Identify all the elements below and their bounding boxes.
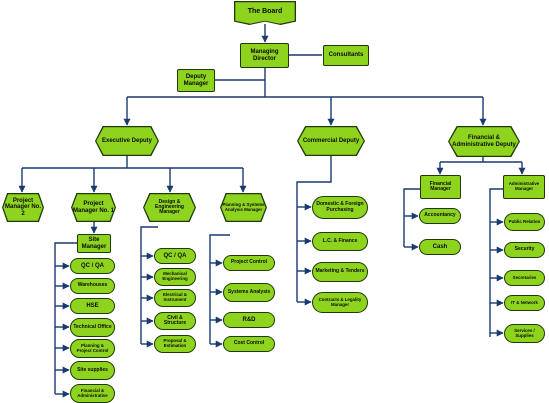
node-marketing-tenders[interactable]: Marketing & Tenders	[312, 262, 368, 282]
line-adminmgr-bracket	[489, 188, 503, 337]
node-security[interactable]: Security	[504, 242, 545, 258]
node-services-supplies[interactable]: Services / Supplies	[504, 324, 545, 343]
node-financial-administrative[interactable]: Financial & Administrative	[70, 384, 115, 403]
line-design-bracket	[140, 226, 158, 344]
line-commercial-bracket	[296, 155, 332, 302]
node-planning-systems-manager[interactable]: Planning & Systems Analysis Manager	[220, 193, 267, 222]
node-executive-deputy[interactable]: Executive Deputy	[95, 126, 159, 156]
node-cost-control[interactable]: Cost Control	[223, 336, 275, 352]
node-consultants[interactable]: Consultants	[323, 45, 369, 66]
line-finmgr-bracket	[403, 188, 421, 247]
node-managing-director[interactable]: Managing Director	[240, 43, 289, 68]
node-secretaries[interactable]: Secretaries	[504, 270, 545, 286]
node-administrative-manager[interactable]: Administrative Manager	[503, 175, 545, 199]
node-site-qc-qa[interactable]: QC / QA	[70, 258, 115, 274]
node-public-relation[interactable]: Public Relation	[504, 213, 545, 231]
node-rnd[interactable]: R&D	[223, 312, 275, 328]
node-warehouses[interactable]: Warehouses	[70, 278, 115, 294]
node-hse[interactable]: HSE	[70, 298, 115, 314]
node-lc-finance[interactable]: L.C. & Finance	[312, 232, 368, 251]
node-systems-analysis[interactable]: Systems Analysis	[223, 283, 275, 302]
node-site-manager[interactable]: Site Manager	[77, 234, 111, 253]
node-cash[interactable]: Cash	[419, 239, 461, 255]
node-project-manager-1[interactable]: Project Manager No. 1	[71, 193, 116, 222]
node-site-supplies[interactable]: Site supplies	[70, 361, 115, 380]
node-project-control[interactable]: Project Control	[223, 255, 275, 271]
node-commercial-deputy[interactable]: Commercial Deputy	[297, 126, 365, 156]
node-domestic-foreign-purchasing[interactable]: Domestic & Foreign Purchasing	[312, 196, 368, 219]
node-contracts-legality-manager[interactable]: Contracts & Legality Manager	[312, 292, 368, 313]
node-project-manager-2[interactable]: Project Manager No. 2	[2, 193, 44, 222]
node-financial-manager[interactable]: Financial Manager	[420, 175, 461, 199]
node-planning-project-control[interactable]: Planning & Project Control	[70, 339, 115, 358]
node-design-engineering-manager[interactable]: Design & Engineering Manager	[143, 193, 196, 222]
node-accountancy[interactable]: Accountancy	[419, 208, 461, 224]
node-electrical-instrument[interactable]: Electrical & Instrument	[154, 289, 196, 307]
node-proposal-estimation[interactable]: Proposal & Estimation	[154, 335, 196, 353]
node-design-qc-qa[interactable]: QC / QA	[154, 248, 196, 264]
node-the-board[interactable]: The Board	[234, 1, 296, 25]
node-it-network[interactable]: IT & Network	[504, 295, 545, 311]
line-planning-bracket	[209, 234, 230, 344]
node-financial-admin-deputy[interactable]: Financial & Administrative Deputy	[448, 126, 520, 157]
node-civil-structure[interactable]: Civil & Structure	[154, 312, 196, 330]
node-technical-office[interactable]: Technical Office	[70, 318, 115, 337]
node-deputy-manager[interactable]: Deputy Manager	[177, 69, 215, 92]
line-site-bracket	[54, 242, 77, 394]
node-mechanical-engineering[interactable]: Mechanical Engineering	[154, 268, 196, 286]
